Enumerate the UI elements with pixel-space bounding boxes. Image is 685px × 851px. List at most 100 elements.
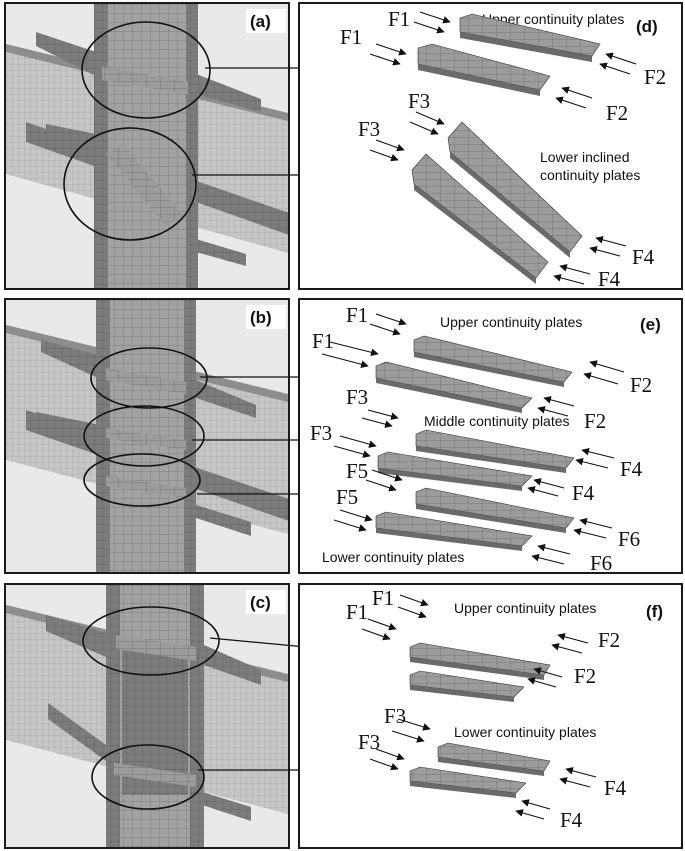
force-arrow	[583, 372, 619, 385]
force-label-f3: F3	[310, 421, 332, 445]
middle-plate-2	[377, 451, 533, 491]
lower-plate-2	[375, 511, 533, 551]
force-label-f3: F3	[358, 117, 380, 141]
lower-inclined-plate-1	[447, 121, 583, 258]
force-label-f3: F3	[358, 730, 380, 754]
force-arrow	[533, 478, 565, 489]
force-arrow	[369, 323, 401, 336]
force-arrow	[375, 313, 407, 326]
plate-diagram-f: (f) Upper continuity plates Lower contin…	[346, 586, 663, 832]
force-arrow	[605, 52, 637, 65]
force-arrow	[321, 353, 369, 368]
force-arrow	[531, 553, 565, 565]
middle-plates-caption: Middle continuity plates	[424, 413, 570, 429]
upper-plate-2	[417, 43, 551, 96]
force-arrow	[413, 21, 445, 34]
force-arrow	[367, 409, 399, 420]
lower-plates-caption-line2: continuity plates	[540, 167, 640, 183]
upper-plate-1	[413, 335, 573, 387]
force-arrow	[537, 543, 571, 555]
lower-inclined-plate-2	[411, 153, 549, 284]
fe-model-view-b: (b)	[6, 300, 288, 572]
force-arrow	[361, 628, 391, 641]
force-arrow	[397, 718, 431, 731]
force-arrow	[375, 43, 407, 56]
lower-plates-caption-line1: Lower inclined	[540, 149, 630, 165]
force-label-f4: F4	[572, 481, 595, 505]
upper-plates-caption: Upper continuity plates	[454, 600, 596, 616]
force-arrow	[329, 341, 379, 357]
force-label-f5: F5	[336, 485, 358, 509]
middle-plate-ellipse	[83, 405, 205, 467]
force-arrow	[575, 457, 609, 469]
force-label-f4: F4	[560, 808, 583, 832]
force-arrow	[333, 519, 367, 532]
force-arrow	[599, 62, 631, 75]
force-arrow	[419, 11, 451, 24]
panel-tag-b: (b)	[250, 308, 272, 327]
panel-b: (b)	[4, 298, 290, 574]
lower-plate-1	[437, 742, 551, 776]
force-arrow	[581, 447, 615, 459]
force-arrow	[375, 748, 405, 761]
lower-plate-ellipse	[91, 744, 205, 810]
plate-diagram-e: (e) Upper continuity plates Middle conti…	[310, 303, 661, 572]
force-label-f1: F1	[340, 25, 362, 49]
force-arrow	[533, 667, 563, 678]
panel-a: (a)	[4, 2, 290, 290]
lower-plate-1	[415, 487, 575, 533]
force-label-f2: F2	[644, 65, 666, 89]
upper-plates-caption: Upper continuity plates	[440, 314, 582, 330]
force-label-f4: F4	[620, 457, 643, 481]
force-arrow	[553, 274, 585, 285]
force-arrow	[527, 677, 557, 688]
force-arrow	[521, 799, 551, 810]
force-arrow	[397, 606, 427, 619]
force-arrow	[527, 486, 559, 497]
fe-model-view-c: (c)	[6, 585, 288, 847]
force-label-f2: F2	[630, 373, 652, 397]
force-label-f6: F6	[618, 527, 640, 551]
force-label-f1: F1	[388, 7, 410, 31]
panel-tag-f: (f)	[646, 602, 663, 621]
force-arrow	[515, 809, 545, 820]
force-label-f4: F4	[598, 267, 621, 290]
force-label-f2: F2	[598, 628, 620, 652]
panel-tag-d: (d)	[636, 17, 658, 36]
force-arrow	[369, 758, 399, 771]
force-arrow	[365, 479, 397, 492]
upper-plate-ellipse	[90, 347, 208, 409]
force-arrow	[339, 435, 377, 448]
force-arrow	[589, 246, 621, 257]
lower-plate-ellipse	[63, 127, 197, 241]
force-arrow	[369, 149, 399, 162]
force-arrow	[589, 360, 625, 373]
force-arrow	[333, 445, 371, 458]
plate-diagram-d: (d) Upper continuity plates Lower inclin…	[340, 7, 666, 290]
force-arrow	[595, 236, 627, 247]
lower-plate-2	[409, 766, 527, 798]
force-arrow	[559, 264, 591, 275]
force-arrow	[361, 417, 393, 428]
force-label-f1: F1	[346, 600, 368, 624]
force-arrow	[565, 767, 597, 778]
lower-plates-caption: Lower continuity plates	[454, 724, 596, 740]
fe-model-view-a: (a)	[6, 4, 288, 288]
force-arrow	[367, 618, 397, 631]
panel-d: (d) Upper continuity plates Lower inclin…	[298, 2, 683, 290]
force-arrow	[371, 469, 403, 482]
upper-plate-1	[409, 642, 551, 680]
force-arrow	[579, 517, 613, 529]
upper-plate-ellipse	[81, 21, 211, 119]
panel-tag-a: (a)	[250, 12, 271, 31]
force-arrow	[339, 509, 373, 522]
force-arrow	[561, 86, 593, 99]
upper-plate-3	[409, 670, 525, 702]
force-arrow	[375, 139, 405, 152]
panel-tag-e: (e)	[640, 315, 661, 334]
panel-e: (e) Upper continuity plates Middle conti…	[298, 298, 683, 574]
panel-f: (f) Upper continuity plates Lower contin…	[298, 583, 683, 849]
force-label-f3: F3	[384, 704, 406, 728]
lower-plates-caption: Lower continuity plates	[322, 549, 464, 565]
force-arrow	[557, 633, 589, 644]
